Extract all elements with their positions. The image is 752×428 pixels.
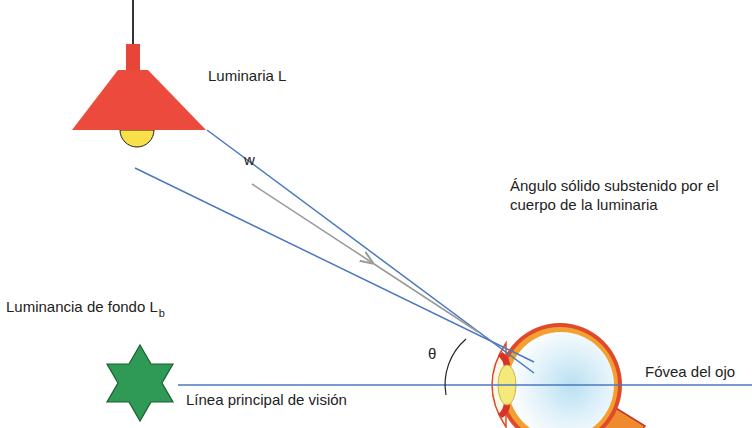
eye-choroid — [502, 327, 618, 428]
angle-label: θ — [428, 344, 436, 363]
direction-arrow — [252, 184, 478, 332]
background-label: Luminancia de fondo L — [6, 297, 158, 316]
background-object — [107, 345, 173, 421]
eye-interior — [508, 332, 614, 428]
lamp-bulb — [120, 130, 154, 147]
note-label: Ángulo sólido substenido por el cuerpo d… — [510, 176, 740, 214]
angle-arc — [445, 339, 466, 395]
luminaire-label: Luminaria L — [208, 66, 286, 85]
lamp-cord — [132, 0, 134, 46]
line-label: Línea principal de visión — [186, 390, 347, 409]
lamp-shade — [72, 70, 206, 130]
part-label: Fóvea del ojo — [645, 362, 735, 381]
symbol-label: w — [244, 150, 255, 169]
eye-sclera — [498, 323, 622, 428]
lamp-socket — [126, 44, 140, 72]
subscript: b — [159, 307, 165, 320]
solid-angle-ray — [135, 168, 534, 362]
solid-angle-ray — [207, 130, 534, 373]
main-line-of-sight — [178, 384, 752, 386]
